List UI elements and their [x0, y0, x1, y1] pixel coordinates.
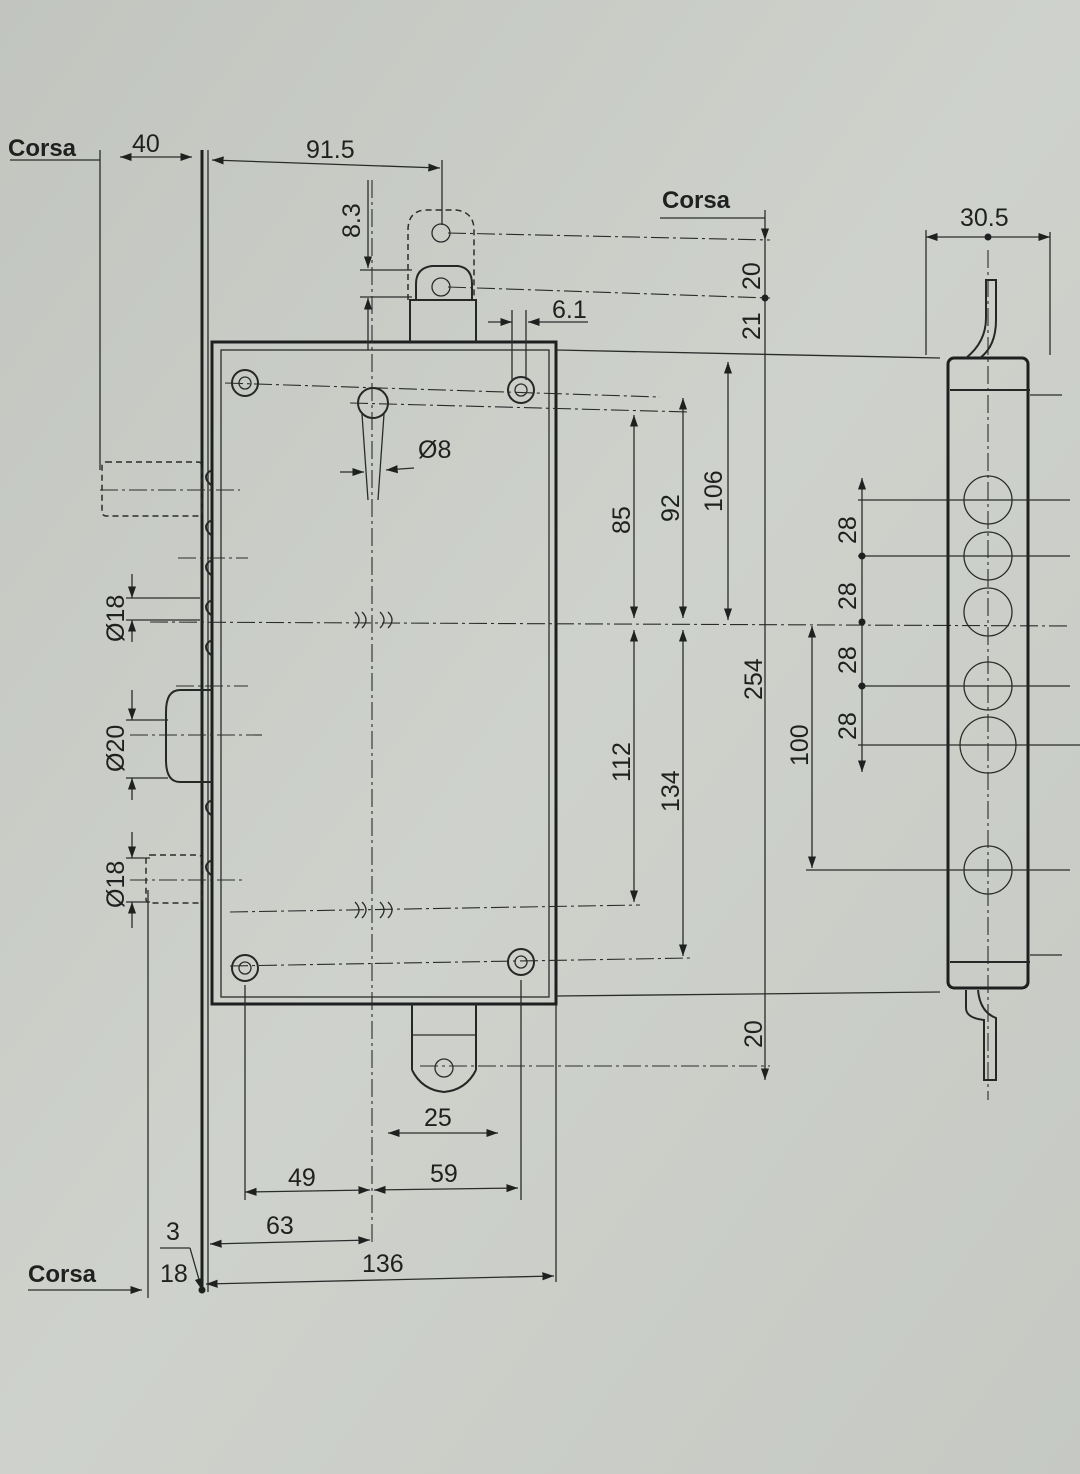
dim-92: 92: [657, 494, 685, 522]
corsa-label-top-right: Corsa: [662, 187, 731, 214]
dim-6-1: 6.1: [552, 296, 587, 324]
dim-3: 3: [166, 1218, 180, 1246]
dim-20-bottom: 20: [740, 1020, 768, 1048]
dim-30-5: 30.5: [960, 204, 1009, 232]
dim-63: 63: [266, 1212, 294, 1240]
dim-8-3: 8.3: [338, 203, 366, 238]
lock-side-view: [806, 230, 1080, 1100]
dim-18: 18: [160, 1260, 188, 1288]
dim-112: 112: [608, 742, 636, 782]
labels: Corsa Corsa Corsa 40 91.5 8.3 6.1 20 21 …: [8, 130, 1009, 1288]
dim-21: 21: [738, 312, 766, 340]
lock-front-view: [100, 150, 1071, 1292]
dim-100: 100: [786, 724, 814, 766]
dim-85: 85: [608, 506, 636, 534]
dim-20-top: 20: [738, 262, 766, 290]
dim-134: 134: [657, 770, 685, 812]
dim-25: 25: [424, 1104, 452, 1132]
dim-91-5: 91.5: [306, 136, 355, 164]
dim-28-a: 28: [834, 516, 862, 544]
dim-dia-18-top: Ø18: [102, 595, 130, 642]
dim-28-c: 28: [834, 646, 862, 674]
dim-106: 106: [700, 470, 728, 512]
dimension-lines: [10, 150, 1050, 1298]
dim-49: 49: [288, 1164, 316, 1192]
dim-40: 40: [132, 130, 160, 158]
corsa-label-bottom-left: Corsa: [28, 1261, 97, 1288]
dim-28-b: 28: [834, 582, 862, 610]
dim-28-d: 28: [834, 712, 862, 740]
corsa-label-top-left: Corsa: [8, 135, 77, 162]
dim-dia-20: Ø20: [102, 725, 130, 772]
dim-136: 136: [362, 1250, 404, 1278]
dim-59: 59: [430, 1160, 458, 1188]
dim-dia-8: Ø8: [418, 436, 451, 464]
dim-254: 254: [740, 658, 768, 700]
dim-dia-18-bottom: Ø18: [102, 861, 130, 908]
